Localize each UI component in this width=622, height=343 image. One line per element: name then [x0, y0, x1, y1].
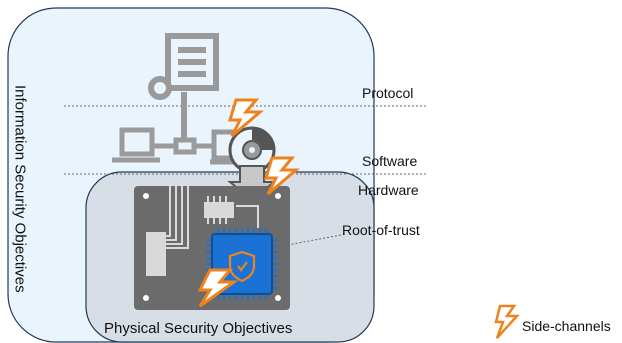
hardware-label: Hardware: [358, 182, 419, 198]
legend-side-channels-label: Side-channels: [522, 318, 611, 334]
lightning-icon: [494, 304, 520, 339]
root-of-trust-label: Root-of-trust: [342, 222, 420, 238]
physical-security-label: Physical Security Objectives: [104, 320, 293, 337]
document-server-icon: [148, 33, 219, 140]
lightning-icon: [197, 268, 239, 308]
info-security-label: Information Security Objectives: [11, 85, 29, 293]
laptop-icon: [112, 127, 160, 163]
cd-disc-icon: [228, 126, 276, 174]
protocol-label: Protocol: [362, 85, 414, 101]
lightning-icon: [227, 98, 265, 138]
lightning-icon: [263, 156, 301, 196]
software-label: Software: [362, 153, 418, 169]
